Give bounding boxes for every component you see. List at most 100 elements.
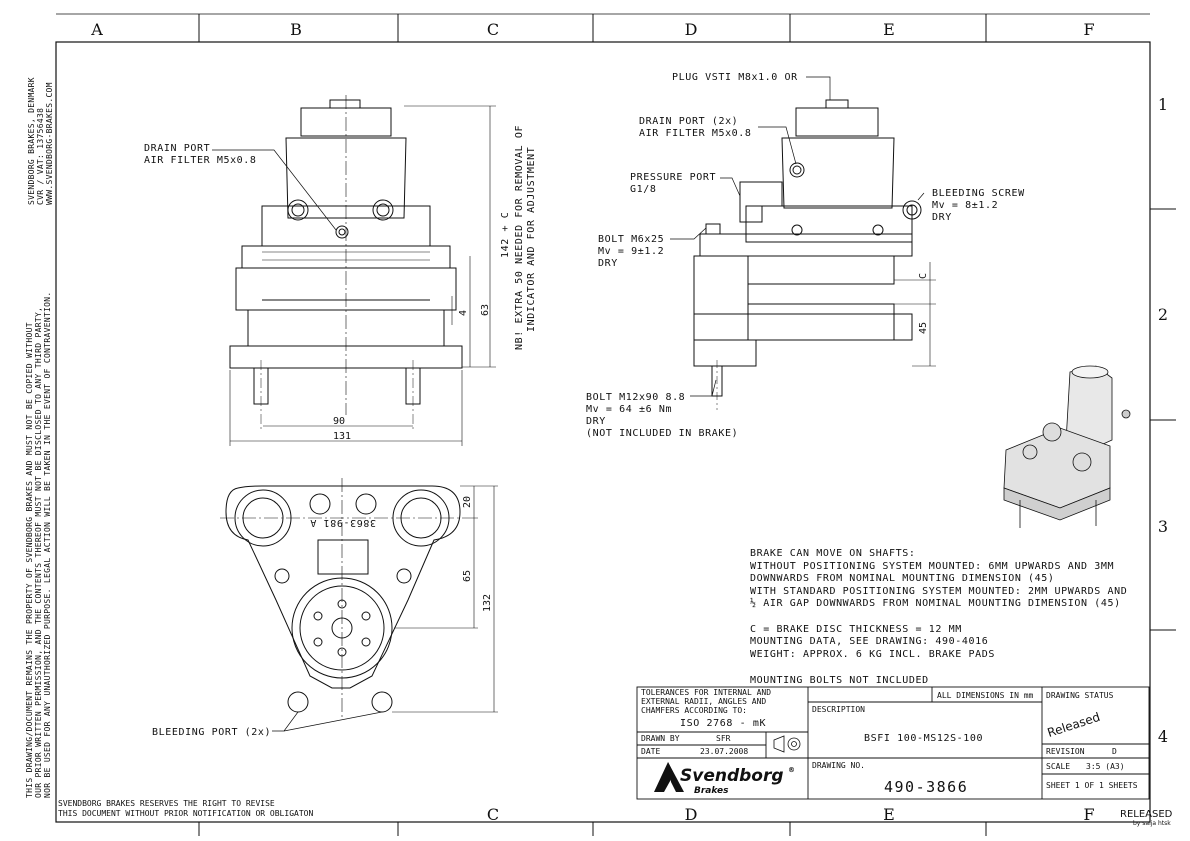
zone-letter: F [1083,805,1094,824]
isometric-view [1003,365,1131,528]
projection-symbol [773,735,801,753]
bolt-m12-label: Mv = 64 ±6 Nm [586,404,672,415]
zone-letter: A [90,20,103,39]
svg-text:SFR: SFR [716,734,731,743]
zone-letter: F [1083,20,1094,39]
company-side-text: SVENDBORG BRAKES, DENMARK CVR / VAT: 137… [27,77,54,205]
bolt-m12-label: BOLT M12x90 8.8 [586,392,685,403]
svg-text:INDICATOR AND FOR ADJUSTMENT: INDICATOR AND FOR ADJUSTMENT [526,147,537,332]
svg-text:RELEASED: RELEASED [1120,809,1173,820]
zone-letters-top: A B C D E F [90,20,1094,39]
front-view [212,95,496,446]
bleeding-port-label: BLEEDING PORT (2x) [152,727,271,738]
bolt-m6-label: Mv = 9±1.2 [598,246,664,257]
side-view [670,76,936,410]
svg-text:NB! EXTRA 50 NEEDED FOR REMOVA: NB! EXTRA 50 NEEDED FOR REMOVAL OF [514,125,525,350]
zone-numbers: 1 2 3 4 [1158,95,1168,746]
bleeding-screw-label: Mv = 8±1.2 [932,200,998,211]
svg-text:C = BRAKE DISC THICKNESS = 12: C = BRAKE DISC THICKNESS = 12 MM [750,624,962,635]
released-stamp: RELEASED by saija htsk [1120,809,1173,827]
zone-letter: D [685,805,698,824]
drain-port-label: AIR FILTER M5x0.8 [639,128,752,139]
bolt-m6-label: BOLT M6x25 [598,234,664,245]
bolt-m6-label: DRY [598,258,618,269]
description-value: BSFI 100-MS12S-100 [864,733,983,744]
sheet-frame [55,13,1176,836]
dimension-label: 65 [462,570,473,582]
dimension-label: 90 [333,416,345,427]
vertical-note: 142 + C [500,212,511,258]
svg-text:DOWNWARDS FROM NOMINAL MOUNTIN: DOWNWARDS FROM NOMINAL MOUNTING DIMENSIO… [750,573,1055,584]
zone-letter: E [883,805,895,824]
title-block [636,686,1150,800]
drain-port-label: DRAIN PORT (2x) [639,116,738,127]
dimension-label: 4 [458,310,469,316]
svg-text:by saija htsk: by saija htsk [1133,820,1171,827]
status-stamp: Released [1046,710,1102,740]
iso-standard: ISO 2768 - mK [680,718,766,729]
svg-text:3:5 (A3): 3:5 (A3) [1086,762,1125,771]
vertical-note: NB! EXTRA 50 NEEDED FOR REMOVAL OF INDIC… [514,125,537,350]
svg-text:REVISION: REVISION [1046,747,1085,756]
svg-text:DRAWING STATUS: DRAWING STATUS [1046,691,1114,700]
svg-text:142 + C: 142 + C [500,212,511,258]
pressure-port-label: G1/8 [630,184,656,195]
bolt-m12-label: DRY [586,416,606,427]
zone-letter: C [487,20,499,39]
bleeding-screw-label: DRY [932,212,952,223]
footer-note: SVENDBORG BRAKES RESERVES THE RIGHT TO R… [58,799,313,818]
zone-number: 2 [1158,305,1168,324]
bleeding-screw-label: BLEEDING SCREW [932,188,1025,199]
plan-view-labels: 3863-981 A 20 65 132 BLEEDING PORT (2x) [152,496,493,738]
svg-text:Svendborg: Svendborg [680,766,784,786]
svg-text:SVENDBORG BRAKES RESERVES THE: SVENDBORG BRAKES RESERVES THE RIGHT TO R… [58,799,275,808]
svg-text:CHAMFERS ACCORDING TO:: CHAMFERS ACCORDING TO: [641,706,747,715]
dimension-label: 63 [480,304,491,316]
zone-letter: C [487,805,499,824]
svg-text:ALL DIMENSIONS IN mm: ALL DIMENSIONS IN mm [937,691,1034,700]
zone-letter: D [685,20,698,39]
svg-text:NOR BE USED FOR ANY UNAUTHORIZ: NOR BE USED FOR ANY UNAUTHORIZED PURPOSE… [43,291,52,798]
svg-text:½ AIR GAP DOWNWARDS FROM NOMIN: ½ AIR GAP DOWNWARDS FROM NOMINAL MOUNTIN… [750,597,1121,609]
dimension-label: 132 [482,594,493,612]
svendborg-logo-icon: Svendborg ® Brakes [654,762,795,796]
zone-letters-bottom: C D E F [487,805,1095,824]
svg-text:23.07.2008: 23.07.2008 [700,747,748,756]
front-view-labels: DRAIN PORT AIR FILTER M5x0.8 90 131 63 4… [144,125,537,442]
zone-number: 1 [1158,95,1168,114]
svg-text:WWW.SVENDBORG-BRAKES.COM: WWW.SVENDBORG-BRAKES.COM [45,82,54,205]
svg-text:CVR / VAT: 13756438: CVR / VAT: 13756438 [36,108,45,205]
svg-text:OUR PRIOR WRITTEN PERMISSION,: OUR PRIOR WRITTEN PERMISSION, AND THE CO… [34,307,43,798]
zone-number: 3 [1158,517,1168,536]
svg-text:D: D [1112,747,1117,756]
svg-text:BRAKE CAN MOVE ON SHAFTS:: BRAKE CAN MOVE ON SHAFTS: [750,548,916,559]
svg-text:THIS DOCUMENT WITHOUT PRIOR NO: THIS DOCUMENT WITHOUT PRIOR NOTIFICATION… [58,809,313,818]
svg-text:MOUNTING DATA, SEE DRAWING: 49: MOUNTING DATA, SEE DRAWING: 490-4016 [750,636,988,647]
copyright-side-text: THIS DRAWING/DOCUMENT REMAINS THE PROPER… [25,291,52,798]
drain-port-label: DRAIN PORT [144,143,210,154]
svg-text:TOLERANCES FOR INTERNAL AND: TOLERANCES FOR INTERNAL AND [641,688,771,697]
svg-text:WITH STANDARD POSITIONING SYST: WITH STANDARD POSITIONING SYSTEM MOUNTED… [750,586,1127,597]
plug-label: PLUG VSTI M8x1.0 OR [672,72,798,83]
svg-text:EXTERNAL RADII, ANGLES AND: EXTERNAL RADII, ANGLES AND [641,697,766,706]
svg-text:DESCRIPTION: DESCRIPTION [812,705,865,714]
dimension-label: C [918,273,929,279]
zone-letter: E [883,20,895,39]
svg-text:DRAWN BY: DRAWN BY [641,734,680,743]
svg-text:SVENDBORG BRAKES, DENMARK: SVENDBORG BRAKES, DENMARK [27,77,36,205]
svg-text:THIS DRAWING/DOCUMENT REMAINS: THIS DRAWING/DOCUMENT REMAINS THE PROPER… [25,322,34,798]
svg-text:SCALE: SCALE [1046,762,1070,771]
svg-text:WEIGHT: APPROX. 6 KG INCL. BRA: WEIGHT: APPROX. 6 KG INCL. BRAKE PADS [750,649,995,660]
svg-text:Brakes: Brakes [694,786,729,796]
svg-text:MOUNTING BOLTS NOT INCLUDED: MOUNTING BOLTS NOT INCLUDED [750,675,929,686]
part-marking: 3863-981 A [310,517,376,528]
svg-text:DATE: DATE [641,747,660,756]
dimension-label: 45 [918,322,929,334]
general-notes: BRAKE CAN MOVE ON SHAFTS: WITHOUT POSITI… [750,548,1127,686]
drain-port-label: AIR FILTER M5x0.8 [144,155,257,166]
zone-letter: B [290,20,302,39]
svg-text:®: ® [788,766,795,774]
svg-text:DRAWING NO.: DRAWING NO. [812,761,865,770]
dimension-label: 20 [462,496,473,508]
